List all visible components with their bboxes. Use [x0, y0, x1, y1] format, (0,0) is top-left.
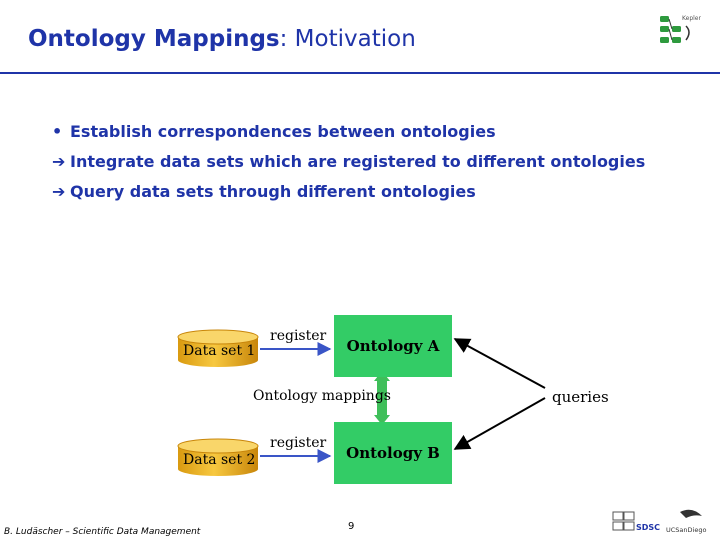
bullet-text: Integrate data sets which are registered…: [70, 152, 646, 171]
kepler-logo-text: Kepler: [682, 15, 701, 22]
title-rule: [0, 72, 720, 74]
bullet-item: ➔Query data sets through different ontol…: [52, 180, 645, 210]
arrow-marker-icon: ➔: [52, 152, 66, 171]
title-rest: : Motivation: [279, 26, 416, 52]
bullet-item: • Establish correspondences between ontol…: [52, 120, 645, 150]
ontology-b-label: Ontology B: [346, 444, 440, 462]
dataset1-cylinder: [177, 329, 259, 367]
arrow-marker-icon: ➔: [52, 182, 66, 201]
ucsd-logo-text: UCSanDiego: [666, 526, 706, 534]
dataset2-cylinder: [177, 438, 259, 476]
queries-label: queries: [552, 388, 609, 406]
ontology-mappings-label: Ontology mappings: [253, 388, 391, 404]
kepler-logo: Kepler: [660, 15, 701, 43]
bullet-list: • Establish correspondences between ontol…: [52, 120, 645, 210]
sdsc-logo: SDSC: [612, 511, 660, 532]
page-number: 9: [348, 521, 355, 532]
sdsc-logo-text: SDSC: [636, 523, 660, 532]
ontology-b-box: Ontology B: [334, 422, 452, 484]
dataset2-label: Data set 2: [183, 452, 256, 468]
dataset1-label: Data set 1: [183, 343, 256, 359]
slide-title: Ontology Mappings: Motivation: [28, 26, 416, 52]
bullet-text: Establish correspondences between ontolo…: [70, 122, 496, 141]
ontology-a-label: Ontology A: [346, 337, 440, 355]
queries-arrow-a: [453, 338, 546, 389]
ucsd-logo: UCSanDiego: [666, 509, 706, 534]
ontology-a-box: Ontology A: [334, 315, 452, 377]
bullet-item: ➔Integrate data sets which are registere…: [52, 150, 645, 180]
queries-arrow-b: [453, 397, 546, 450]
title-bold: Ontology Mappings: [28, 26, 280, 52]
register-label-2: register: [270, 435, 327, 451]
bullet-text: Query data sets through different ontolo…: [70, 182, 476, 201]
register-label-1: register: [270, 328, 327, 344]
footer-author: B. Ludäscher – Scientific Data Managemen…: [4, 527, 201, 537]
bullet-marker: •: [52, 122, 63, 141]
